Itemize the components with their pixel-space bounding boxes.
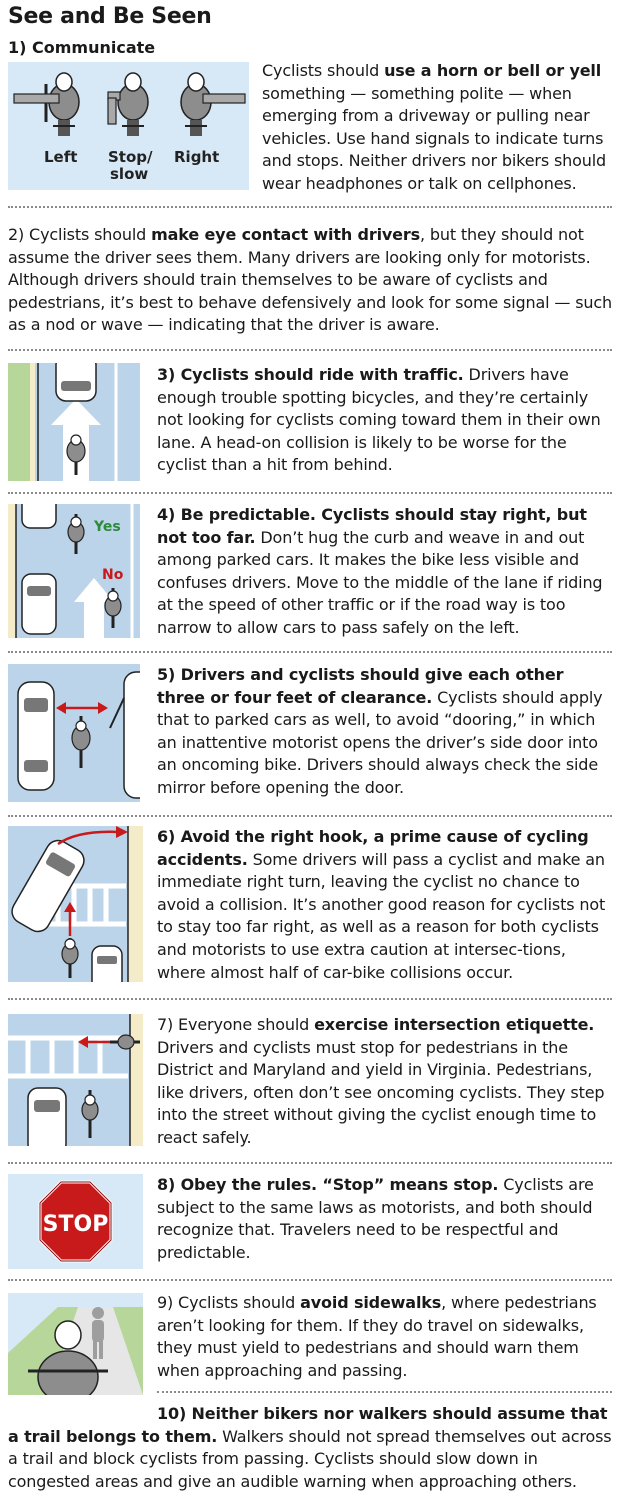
cyclist-icon	[71, 716, 91, 768]
be-predictable-illustration: Yes No	[8, 504, 140, 638]
clearance-arrow-icon	[56, 702, 108, 714]
cyclist-no-icon	[104, 588, 122, 628]
ride-with-traffic-illustration	[8, 363, 140, 481]
page-title: See and Be Seen	[8, 4, 212, 29]
stop-sign-illustration: STOP	[8, 1174, 143, 1269]
cyclist-icon	[81, 1090, 99, 1138]
section-7-text: 7) Everyone should exercise intersection…	[157, 1015, 605, 1147]
divider	[8, 1162, 612, 1164]
label-left: Left	[44, 148, 77, 166]
divider	[8, 815, 612, 817]
cyclist-left-signal-icon	[13, 72, 80, 136]
label-slow: slow	[110, 165, 148, 183]
sidewalk-illustration	[8, 1293, 143, 1395]
section-4-text: 4) Be predictable. Cyclists should stay …	[157, 505, 603, 637]
car-icon	[17, 681, 55, 791]
section-3-text: 3) Cyclists should ride with traffic. Dr…	[157, 365, 601, 475]
section-8-text: 8) Obey the rules. “Stop” means stop. Cy…	[157, 1175, 594, 1262]
pedestrian-icon	[92, 1307, 104, 1359]
divider	[8, 998, 612, 1000]
car-icon	[55, 363, 97, 402]
car-icon	[27, 1087, 67, 1146]
cyclist-rear-icon	[28, 1320, 108, 1395]
clearance-illustration	[8, 664, 140, 802]
divider	[8, 492, 612, 494]
section-6-text: 6) Avoid the right hook, a prime cause o…	[157, 827, 606, 982]
cyclist-icon	[61, 938, 79, 978]
intersection-illustration	[8, 1014, 143, 1146]
car-icon	[91, 945, 123, 982]
turning-car-icon	[11, 839, 85, 933]
label-stop: Stop/	[108, 148, 153, 166]
divider	[8, 651, 612, 653]
section-10-text: 10) Neither bikers nor walkers should as…	[8, 1404, 612, 1491]
section-5-text: 5) Drivers and cyclists should give each…	[157, 665, 603, 797]
cyclist-icon	[66, 434, 86, 475]
hand-signals-illustration: Left Stop/ slow Right	[8, 62, 249, 190]
section-2-text: 2) Cyclists should make eye contact with…	[8, 225, 613, 335]
right-hook-illustration	[8, 826, 143, 982]
yes-label: Yes	[93, 519, 121, 535]
divider	[157, 1391, 612, 1393]
cyclist-yes-icon	[67, 514, 85, 554]
cyclist-right-signal-icon	[180, 72, 246, 136]
divider	[8, 206, 612, 208]
divider	[8, 349, 612, 351]
section-9-text: 9) Cyclists should avoid sidewalks, wher…	[157, 1293, 597, 1380]
section-1-heading: 1) Communicate	[8, 38, 156, 57]
stop-sign-text: STOP	[43, 1212, 109, 1237]
label-right: Right	[174, 148, 219, 166]
stop-sign-icon: STOP	[38, 1180, 113, 1263]
cyclist-stop-signal-icon	[107, 72, 149, 136]
cross-cyclist-icon	[110, 1034, 140, 1050]
parked-car-icon	[21, 504, 57, 635]
divider	[8, 1279, 612, 1281]
parked-car-icon	[109, 671, 140, 799]
no-label: No	[102, 567, 124, 583]
section-1-text: Cyclists should use a horn or bell or ye…	[262, 61, 607, 193]
